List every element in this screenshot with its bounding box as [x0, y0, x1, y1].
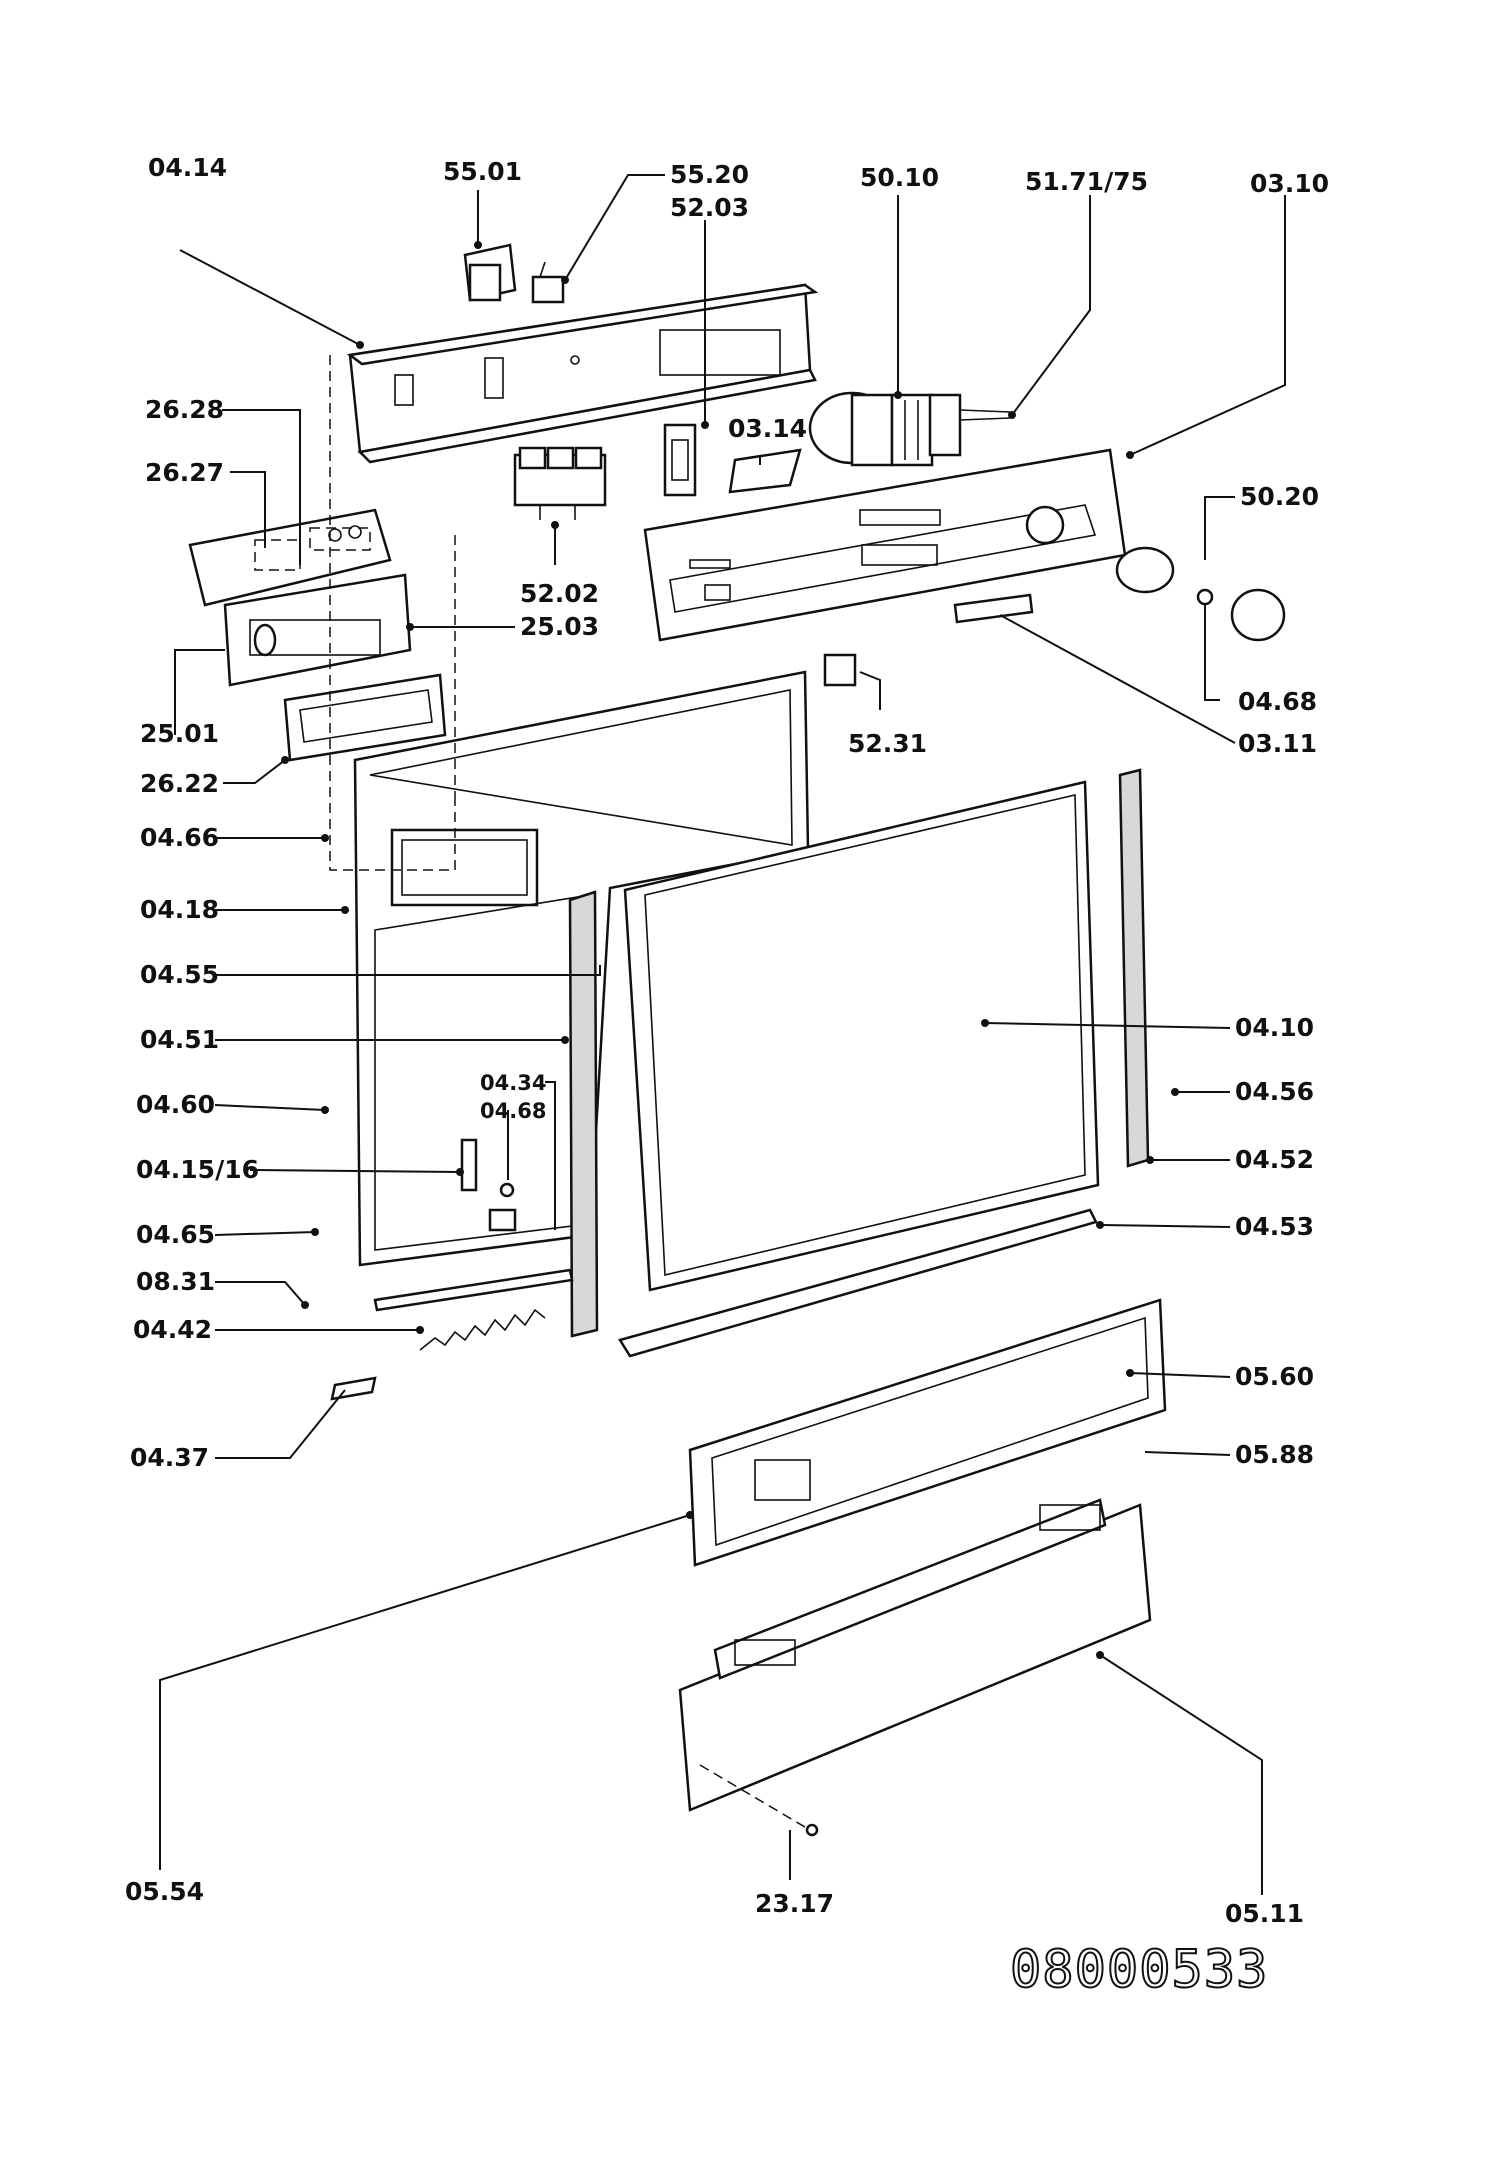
- part-55-01-switch: [463, 243, 517, 302]
- label-04-34: 04.34: [480, 1071, 546, 1095]
- label-52-03: 52.03: [670, 193, 749, 222]
- label-23-17: 23.17: [755, 1889, 834, 1918]
- label-50-10: 50.10: [860, 163, 939, 192]
- part-04-51-side-seal: [568, 890, 599, 1338]
- label-03-11: 03.11: [1238, 729, 1317, 758]
- label-51-71-75: 51.71/75: [1025, 167, 1148, 196]
- label-04-66: 04.66: [140, 823, 219, 852]
- label-03-14: 03.14: [728, 414, 807, 443]
- label-05-54: 05.54: [125, 1877, 204, 1906]
- label-50-20: 50.20: [1240, 482, 1319, 511]
- part-26-22-gasket: [283, 673, 447, 762]
- part-52-02-relay-block: [513, 446, 607, 520]
- label-04-60: 04.60: [136, 1090, 215, 1119]
- label-25-01: 25.01: [140, 719, 219, 748]
- part-26-27-dispenser-lid: [188, 508, 392, 607]
- part-04-10-door-panel: [623, 780, 1100, 1292]
- part-03-14-cover: [728, 448, 802, 494]
- part-08-31-rod: [373, 1268, 574, 1312]
- label-04-18: 04.18: [140, 895, 219, 924]
- label-04-56: 04.56: [1235, 1077, 1314, 1106]
- part-04-42-spring: [419, 1308, 546, 1351]
- label-26-28: 26.28: [145, 395, 224, 424]
- label-04-15-16: 04.15/16: [136, 1155, 259, 1184]
- part-25-01-dispenser: [223, 573, 412, 687]
- label-52-02: 52.02: [520, 579, 599, 608]
- part-23-17-screw: [805, 1823, 819, 1837]
- leader-lines: [159, 174, 1286, 1895]
- part-51-71-wiring: [928, 393, 1011, 457]
- part-50-20-knob: [1115, 546, 1286, 642]
- label-26-22: 26.22: [140, 769, 219, 798]
- part-55-20-microswitch: [531, 261, 565, 304]
- label-04-53: 04.53: [1235, 1212, 1314, 1241]
- label-08-31: 08.31: [136, 1267, 215, 1296]
- label-03-10: 03.10: [1250, 169, 1329, 198]
- part-03-10-control-panel: [643, 448, 1127, 642]
- label-04-52: 04.52: [1235, 1145, 1314, 1174]
- label-52-31: 52.31: [848, 729, 927, 758]
- part-03-11-strip: [953, 593, 1034, 624]
- label-04-55: 04.55: [140, 960, 219, 989]
- label-04-37: 04.37: [130, 1443, 209, 1472]
- leader-dots: [281, 241, 1179, 1659]
- part-04-14-bracket: [346, 283, 819, 464]
- label-04-42: 04.42: [133, 1315, 212, 1344]
- part-04-15-hinge: [460, 1138, 517, 1232]
- label-04-68-top: 04.68: [1238, 687, 1317, 716]
- drawing-code: 08000533: [1010, 1940, 1268, 2000]
- part-labels: 04.14 55.01 55.20 52.03 50.10 51.71/75 0…: [125, 153, 1329, 1928]
- part-04-52-side-seal: [1118, 768, 1150, 1168]
- label-04-14: 04.14: [148, 153, 227, 182]
- part-52-03-clip: [663, 423, 697, 497]
- part-05-11-base-panel: [678, 1498, 1152, 1812]
- label-55-01: 55.01: [443, 157, 522, 186]
- label-26-27: 26.27: [145, 458, 224, 487]
- label-55-20: 55.20: [670, 160, 749, 189]
- assembly-guides: [329, 355, 811, 1831]
- label-05-88: 05.88: [1235, 1440, 1314, 1469]
- label-04-65: 04.65: [136, 1220, 215, 1249]
- part-52-31-block: [823, 653, 857, 687]
- label-25-03: 25.03: [520, 612, 599, 641]
- label-05-60: 05.60: [1235, 1362, 1314, 1391]
- label-04-68-mid: 04.68: [480, 1099, 546, 1123]
- label-04-51: 04.51: [140, 1025, 219, 1054]
- part-50-10-timer: [808, 391, 934, 467]
- label-04-10: 04.10: [1235, 1013, 1314, 1042]
- label-05-11: 05.11: [1225, 1899, 1304, 1928]
- part-04-37-clip: [330, 1376, 377, 1401]
- part-04-53-bottom-strip: [618, 1208, 1098, 1358]
- part-05-60-kickplate: [688, 1298, 1167, 1567]
